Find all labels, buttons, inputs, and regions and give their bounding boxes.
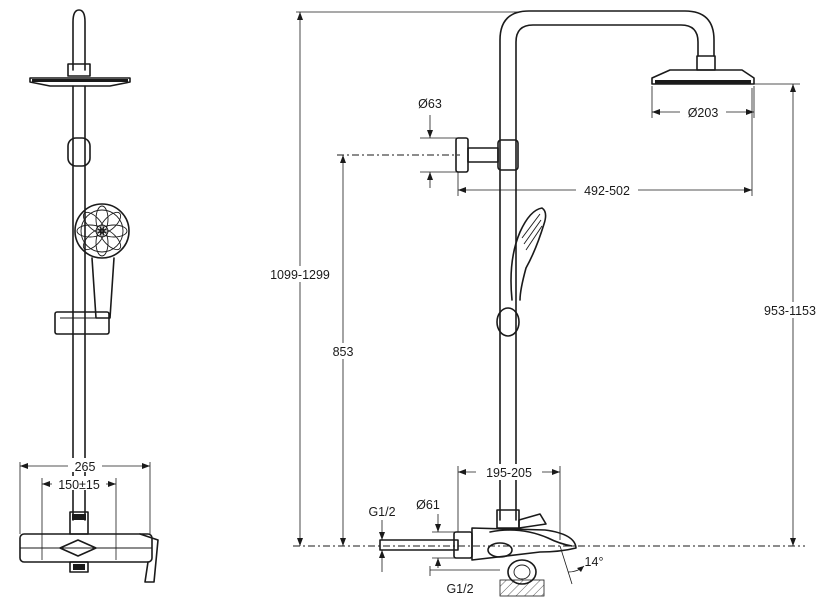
label-head-height: 953-1153 xyxy=(764,304,816,318)
dim-spout-reach: 195-205 xyxy=(457,464,561,540)
front-head-face xyxy=(655,80,751,84)
dim-thread-bottom: G1/2 xyxy=(429,566,500,596)
side-pipe-bracket xyxy=(67,137,91,167)
side-slide-holder xyxy=(54,311,110,335)
side-riser-top xyxy=(72,9,86,71)
label-bracket-height: 853 xyxy=(333,345,354,359)
label-spout-angle: 14° xyxy=(585,555,604,569)
dim-side-width: 265 xyxy=(19,458,151,534)
label-escutcheon-diameter: Ø61 xyxy=(416,498,440,512)
label-arm-reach: 492-502 xyxy=(584,184,630,198)
dim-arm-reach: 492-502 xyxy=(457,88,753,198)
dim-escutcheon-diameter: Ø61 xyxy=(416,498,456,568)
label-side-width: 265 xyxy=(75,460,96,474)
label-head-diameter: Ø203 xyxy=(688,106,719,120)
label-spout-reach: 195-205 xyxy=(486,466,532,480)
dim-bracket-diameter: Ø63 xyxy=(418,97,460,188)
front-view: 1099-1299 853 Ø63 xyxy=(258,10,830,597)
front-head-connector xyxy=(696,55,716,71)
label-thread-top: G1/2 xyxy=(368,505,395,519)
side-hand-shower-handle xyxy=(91,257,115,319)
dim-thread-top: G1/2 xyxy=(368,505,396,572)
front-hand-shower xyxy=(510,207,547,301)
side-overhead-head xyxy=(29,77,131,87)
dim-total-height: 1099-1299 xyxy=(258,11,520,546)
label-bracket-diameter: Ø63 xyxy=(418,97,442,111)
dim-bracket-height: 853 xyxy=(326,154,460,546)
side-view: 265 150±15 xyxy=(19,9,159,583)
front-riser-outer xyxy=(499,10,715,521)
front-mixer xyxy=(379,509,577,597)
label-side-spacing: 150±15 xyxy=(58,478,100,492)
front-slide-holder xyxy=(496,307,520,337)
dim-head-height: 953-1153 xyxy=(740,83,830,546)
side-head-face xyxy=(32,79,128,82)
side-mixer xyxy=(19,511,159,583)
front-riser-inner xyxy=(515,24,699,521)
side-hand-shower-head xyxy=(74,203,130,259)
dim-side-spacing: 150±15 xyxy=(41,476,117,560)
dim-spout-angle: 14° xyxy=(559,545,604,585)
dim-head-diameter: Ø203 xyxy=(651,86,755,120)
side-lever xyxy=(139,533,159,583)
label-total-height: 1099-1299 xyxy=(270,268,330,282)
front-wall-bracket xyxy=(455,137,519,173)
label-thread-bottom: G1/2 xyxy=(446,582,473,596)
side-head-connector xyxy=(67,63,91,77)
